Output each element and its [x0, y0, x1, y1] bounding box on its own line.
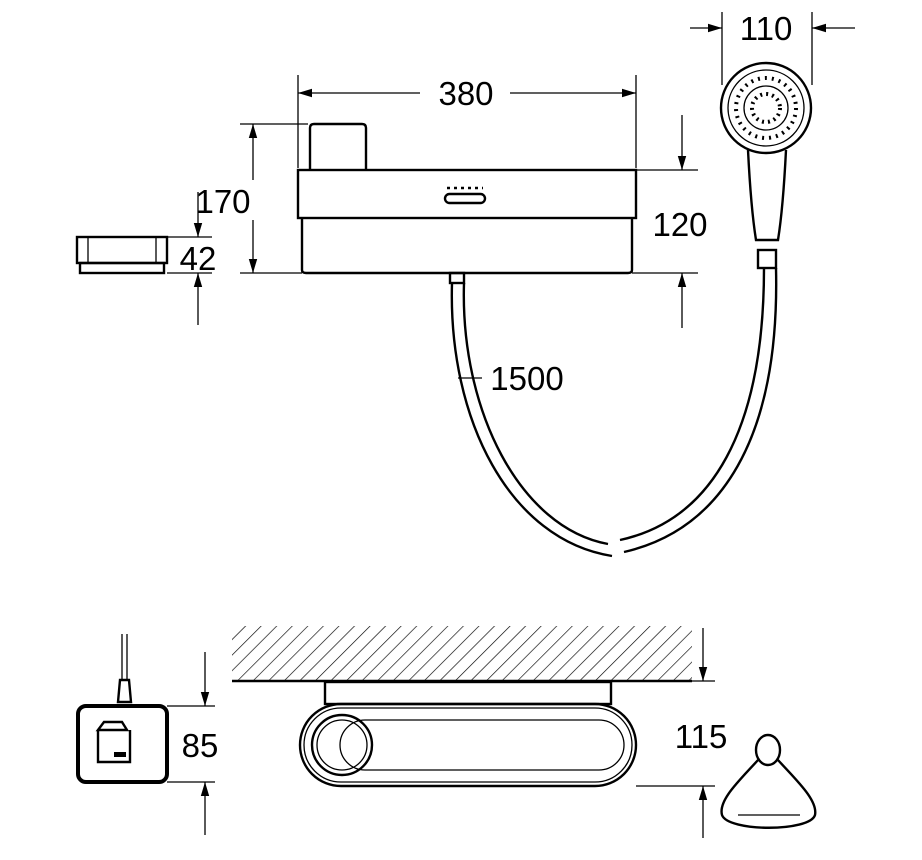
dimension-label-115: 115: [675, 718, 728, 755]
dimension-label-85: 85: [182, 727, 219, 764]
dimension-label-1500: 1500: [490, 360, 563, 397]
dimension-label-110: 110: [740, 10, 793, 47]
dimension-label-120: 120: [652, 206, 707, 243]
dimension-label-380: 380: [438, 75, 493, 112]
hand-shower-side-view: [720, 733, 817, 829]
dimension-width: 380: [297, 75, 637, 168]
dimension-head-diameter: 110: [690, 10, 855, 85]
thermostat-front-view: [296, 122, 638, 285]
shelf-side-view: [75, 235, 169, 275]
dimension-total-height: 170: [195, 123, 308, 274]
dimension-label-170: 170: [195, 183, 250, 220]
dimension-label-42: 42: [180, 240, 217, 277]
wall-hatching: [232, 626, 692, 680]
dimension-control-depth: 85: [167, 652, 218, 835]
dimension-shelf-height: 42: [167, 192, 216, 325]
dimension-body-height: 120: [632, 115, 708, 328]
shower-hose: 1500: [450, 267, 778, 558]
dimension-wall-projection: 115: [610, 628, 727, 838]
thermostat-top-view: [298, 680, 638, 788]
shower-button-icon: [443, 186, 487, 205]
hand-shower: [719, 61, 813, 270]
control-module: [76, 634, 169, 784]
